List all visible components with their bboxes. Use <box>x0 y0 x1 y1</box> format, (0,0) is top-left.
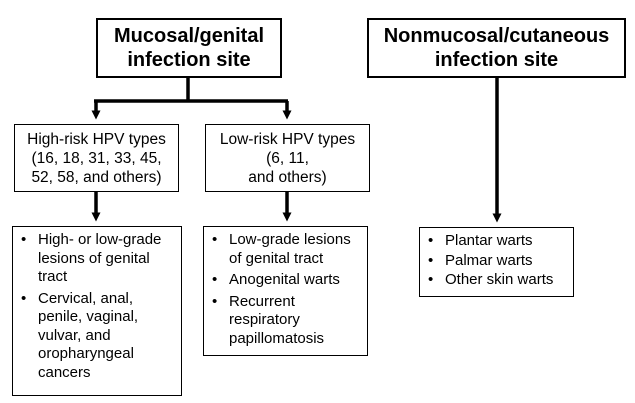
outcome-line: Recurrent <box>229 292 295 310</box>
outcome-line: Other skin warts <box>445 271 554 288</box>
list-item: • Cervical, anal, penile, vaginal, vulva… <box>19 290 175 383</box>
list-item: • Plantar warts <box>426 232 567 251</box>
bullet-icon: • <box>21 231 27 248</box>
outcome-line: oropharyngeal <box>38 345 134 362</box>
list-item: • Other skin warts <box>426 271 567 290</box>
outcome-line: respiratory <box>229 311 300 328</box>
high-risk-line1: High-risk HPV types <box>27 130 166 148</box>
high-risk-types-box: High-risk HPV types (16, 18, 31, 33, 45,… <box>14 124 179 192</box>
outcome-line: Anogenital warts <box>229 271 340 288</box>
low-risk-line2: (6, 11, <box>266 149 309 167</box>
outcome-line: cancers <box>38 363 91 381</box>
cutaneous-site-box: Nonmucosal/cutaneous infection site <box>367 18 626 78</box>
outcome-line: High- or low-grade <box>38 231 162 248</box>
list-item: • High- or low-grade lesions of genital … <box>19 231 175 287</box>
list-item: • Low-grade lesions of genital tract <box>210 231 361 268</box>
outcome-line: Palmar warts <box>445 251 533 269</box>
list-item: • Recurrent respiratory papillomatosis <box>210 293 361 349</box>
bullet-icon: • <box>428 232 434 249</box>
bullet-icon: • <box>428 251 434 269</box>
mucosal-site-box: Mucosal/genital infection site <box>96 18 282 78</box>
cutaneous-title-line1: Nonmucosal/cutaneous <box>383 25 610 47</box>
bullet-icon: • <box>21 289 27 307</box>
low-risk-outcomes-box: • Low-grade lesions of genital tract • A… <box>203 226 368 356</box>
outcome-line: papillomatosis <box>229 329 325 347</box>
outcome-line: of genital tract <box>229 249 324 267</box>
mucosal-title-line2: infection site <box>127 49 251 71</box>
list-item: • Anogenital warts <box>210 271 361 290</box>
cutaneous-outcomes-box: • Plantar warts • Palmar warts • Other s… <box>419 227 574 297</box>
bullet-icon: • <box>212 271 218 288</box>
outcome-line: penile, vaginal, <box>38 308 139 325</box>
low-risk-line3: and others) <box>248 168 327 186</box>
bullet-icon: • <box>428 271 434 288</box>
mucosal-title-line1: Mucosal/genital <box>113 25 265 47</box>
bullet-icon: • <box>212 231 218 248</box>
high-risk-outcomes-box: • High- or low-grade lesions of genital … <box>12 226 182 396</box>
low-risk-outcomes-list: • Low-grade lesions of genital tract • A… <box>210 231 361 348</box>
outcome-line: Plantar warts <box>445 232 533 249</box>
bullet-icon: • <box>212 292 218 310</box>
outcome-line: vulvar, and <box>38 326 111 344</box>
outcome-line: Cervical, anal, <box>38 289 134 307</box>
cutaneous-title-line2: infection site <box>434 49 559 71</box>
low-risk-line1: Low-risk HPV types <box>219 130 356 148</box>
cutaneous-outcomes-list: • Plantar warts • Palmar warts • Other s… <box>426 232 567 290</box>
low-risk-types-box: Low-risk HPV types (6, 11, and others) <box>205 124 370 192</box>
outcome-line: Low-grade lesions <box>229 231 351 248</box>
high-risk-line3: 52, 58, and others) <box>31 168 162 186</box>
high-risk-line2: (16, 18, 31, 33, 45, <box>31 149 162 167</box>
high-risk-outcomes-list: • High- or low-grade lesions of genital … <box>19 231 175 382</box>
outcome-line: lesions of genital <box>38 249 150 267</box>
list-item: • Palmar warts <box>426 252 567 271</box>
outcome-line: tract <box>38 268 68 285</box>
